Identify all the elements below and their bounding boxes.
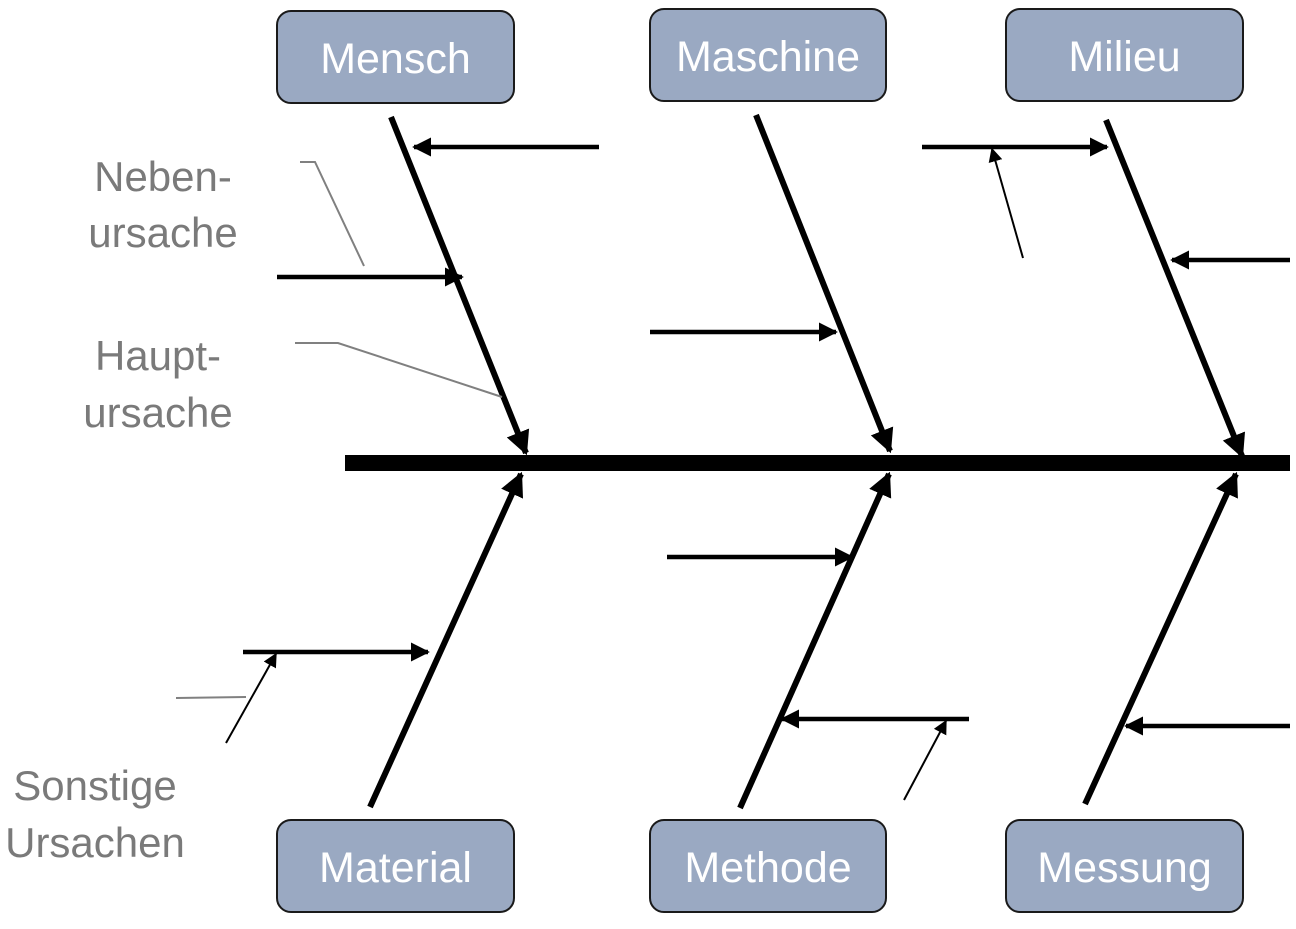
category-label-methode: Methode: [684, 844, 851, 892]
legend-sonstige-line1: Sonstige: [13, 762, 176, 809]
main-bone-messung: [1082, 471, 1239, 806]
main-bone-mensch: [388, 115, 530, 456]
main-bone-milieu: [1103, 118, 1246, 459]
category-box-messung: Messung: [1005, 819, 1244, 913]
category-box-methode: Methode: [649, 819, 887, 913]
leader-line-sonstige: [175, 696, 247, 699]
category-label-milieu: Milieu: [1068, 33, 1180, 81]
tiny-bone-methode: [903, 719, 947, 801]
category-label-material: Material: [319, 844, 472, 892]
tiny-bone-milieu: [988, 147, 1024, 259]
category-box-milieu: Milieu: [1005, 8, 1244, 102]
main-bone-maschine: [753, 113, 894, 454]
legend-sonstige-line2: Ursachen: [5, 819, 185, 866]
category-label-maschine: Maschine: [676, 33, 860, 81]
category-box-mensch: Mensch: [276, 10, 515, 104]
leader-line-nebenursache: [300, 161, 365, 267]
tiny-bone-material: [225, 652, 277, 744]
category-label-messung: Messung: [1037, 844, 1211, 892]
main-bone-methode: [737, 471, 892, 810]
main-bone-material: [367, 471, 524, 809]
category-label-mensch: Mensch: [320, 35, 471, 83]
legend-hauptursache-line2: ursache: [83, 389, 232, 436]
category-box-material: Material: [276, 819, 515, 913]
category-box-maschine: Maschine: [649, 8, 887, 102]
leader-line-hauptursache: [295, 342, 503, 398]
legend-nebenursache-line1: Neben-: [94, 153, 232, 200]
legend-hauptursache-line1: Haupt-: [95, 332, 221, 379]
legend-nebenursache-line2: ursache: [88, 209, 237, 256]
